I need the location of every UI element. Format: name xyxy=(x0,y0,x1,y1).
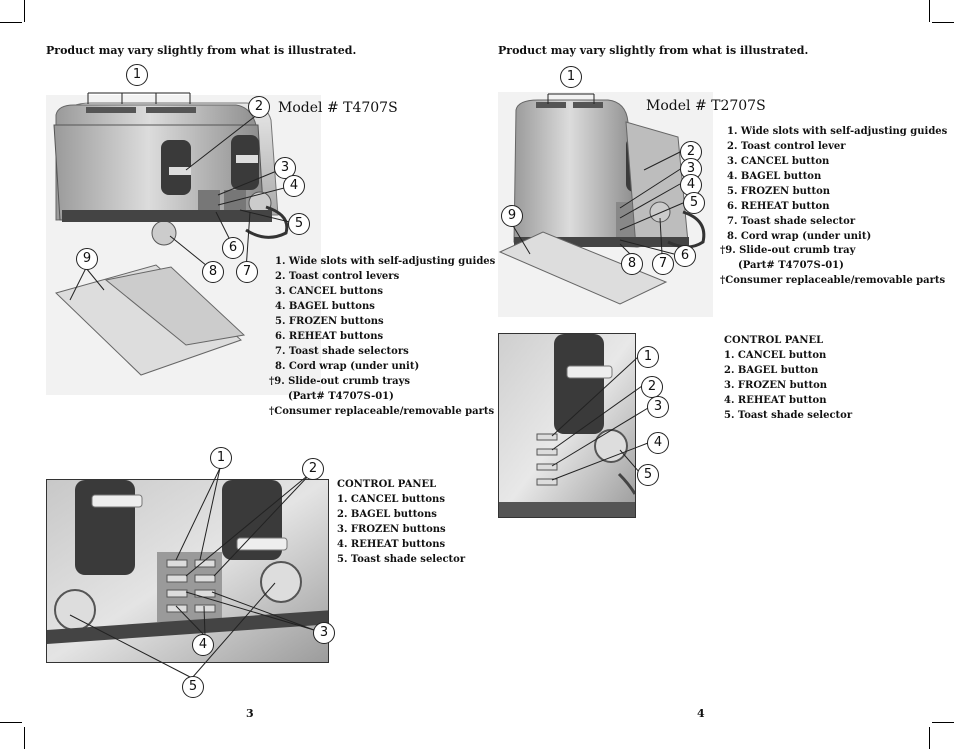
panel-callout-5: 5 xyxy=(637,464,659,486)
parts-list-item: 7. Toast shade selector xyxy=(727,216,856,227)
toaster-2-slice-illustration xyxy=(498,92,713,317)
callout-7: 7 xyxy=(652,253,674,275)
control-panel-item: 4. REHEAT buttons xyxy=(337,539,446,550)
control-panel-item: 5. Toast shade selector xyxy=(724,410,853,421)
control-panel-title: CONTROL PANEL xyxy=(724,335,824,346)
page-header: Product may vary slightly from what is i… xyxy=(498,44,809,57)
parts-list-item: 8. Cord wrap (under unit) xyxy=(727,231,872,242)
parts-list: 1. Wide slots with self-adjusting guides… xyxy=(720,124,947,288)
parts-list-item: 4. BAGEL buttons xyxy=(275,301,375,312)
control-panel-item: 5. Toast shade selector xyxy=(337,554,466,565)
parts-list-item: 2. Toast control levers xyxy=(275,271,400,282)
crop-mark xyxy=(932,722,954,723)
callout-5: 5 xyxy=(683,192,705,214)
parts-list-item: 2. Toast control lever xyxy=(727,141,846,152)
callout-8: 8 xyxy=(202,261,224,283)
panel-callout-4: 4 xyxy=(192,634,214,656)
parts-list-item: 1. Wide slots with self-adjusting guides xyxy=(727,126,948,137)
callout-6: 6 xyxy=(222,237,244,259)
panel-callout-1: 1 xyxy=(637,346,659,368)
model-number: Model # T2707S xyxy=(646,98,766,114)
page-number: 3 xyxy=(246,707,254,720)
page-header: Product may vary slightly from what is i… xyxy=(46,44,357,57)
panel-callout-5: 5 xyxy=(182,676,204,698)
crop-mark xyxy=(929,727,930,749)
control-panel-list: CONTROL PANEL 1. CANCEL button 2. BAGEL … xyxy=(724,333,852,423)
control-panel-item: 2. BAGEL button xyxy=(724,365,819,376)
parts-list-item: 8. Cord wrap (under unit) xyxy=(275,361,420,372)
panel-callout-3: 3 xyxy=(647,396,669,418)
parts-list-item: 3. CANCEL button xyxy=(727,156,830,167)
page-number: 4 xyxy=(697,707,705,720)
panel-callout-2: 2 xyxy=(641,376,663,398)
control-panel-item: 4. REHEAT button xyxy=(724,395,827,406)
callout-6: 6 xyxy=(674,245,696,267)
control-panel-item: 3. FROZEN button xyxy=(724,380,828,391)
control-panel-item: 1. CANCEL buttons xyxy=(337,494,445,505)
parts-list-item: 5. FROZEN button xyxy=(727,186,831,197)
parts-list-item: 3. CANCEL buttons xyxy=(275,286,383,297)
parts-list-item: 6. REHEAT buttons xyxy=(275,331,384,342)
parts-list-note: †Consumer replaceable/removable parts xyxy=(269,406,495,417)
callout-8: 8 xyxy=(621,253,643,275)
parts-list: 1. Wide slots with self-adjusting guides… xyxy=(269,254,495,419)
parts-list-item: (Part# T4707S-01) xyxy=(738,260,844,271)
control-panel-item: 1. CANCEL button xyxy=(724,350,827,361)
crop-mark xyxy=(929,0,930,22)
parts-list-item: 1. Wide slots with self-adjusting guides xyxy=(275,256,496,267)
callout-2: 2 xyxy=(248,96,270,118)
callout-9: 9 xyxy=(76,248,98,270)
parts-list-item: 4. BAGEL button xyxy=(727,171,822,182)
callout-9: 9 xyxy=(501,205,523,227)
parts-list-item: 7. Toast shade selectors xyxy=(275,346,409,357)
crop-mark xyxy=(0,22,22,23)
crop-mark xyxy=(24,727,25,749)
callout-4: 4 xyxy=(283,175,305,197)
panel-callout-2: 2 xyxy=(302,458,324,480)
model-number: Model # T4707S xyxy=(278,100,398,116)
parts-list-item: †9. Slide-out crumb trays xyxy=(269,376,411,387)
callout-7: 7 xyxy=(236,261,258,283)
panel-callout-1: 1 xyxy=(210,447,232,469)
crop-mark xyxy=(24,0,25,22)
panel-callout-3: 3 xyxy=(313,622,335,644)
panel-callout-4: 4 xyxy=(647,432,669,454)
callout-5: 5 xyxy=(288,213,310,235)
parts-list-item: 6. REHEAT button xyxy=(727,201,830,212)
control-panel-closeup xyxy=(46,479,329,663)
parts-list-item: †9. Slide-out crumb tray xyxy=(720,245,856,256)
callout-1: 1 xyxy=(126,64,148,86)
control-panel-list: CONTROL PANEL 1. CANCEL buttons 2. BAGEL… xyxy=(337,477,465,567)
parts-list-item: 5. FROZEN buttons xyxy=(275,316,384,327)
crop-mark xyxy=(0,722,22,723)
parts-list-note: †Consumer replaceable/removable parts xyxy=(720,275,946,286)
callout-4: 4 xyxy=(680,174,702,196)
crop-mark xyxy=(932,22,954,23)
control-panel-closeup xyxy=(498,333,636,518)
control-panel-item: 3. FROZEN buttons xyxy=(337,524,446,535)
callout-1: 1 xyxy=(560,66,582,88)
control-panel-item: 2. BAGEL buttons xyxy=(337,509,437,520)
parts-list-item: (Part# T4707S-01) xyxy=(288,391,394,402)
control-panel-title: CONTROL PANEL xyxy=(337,479,437,490)
